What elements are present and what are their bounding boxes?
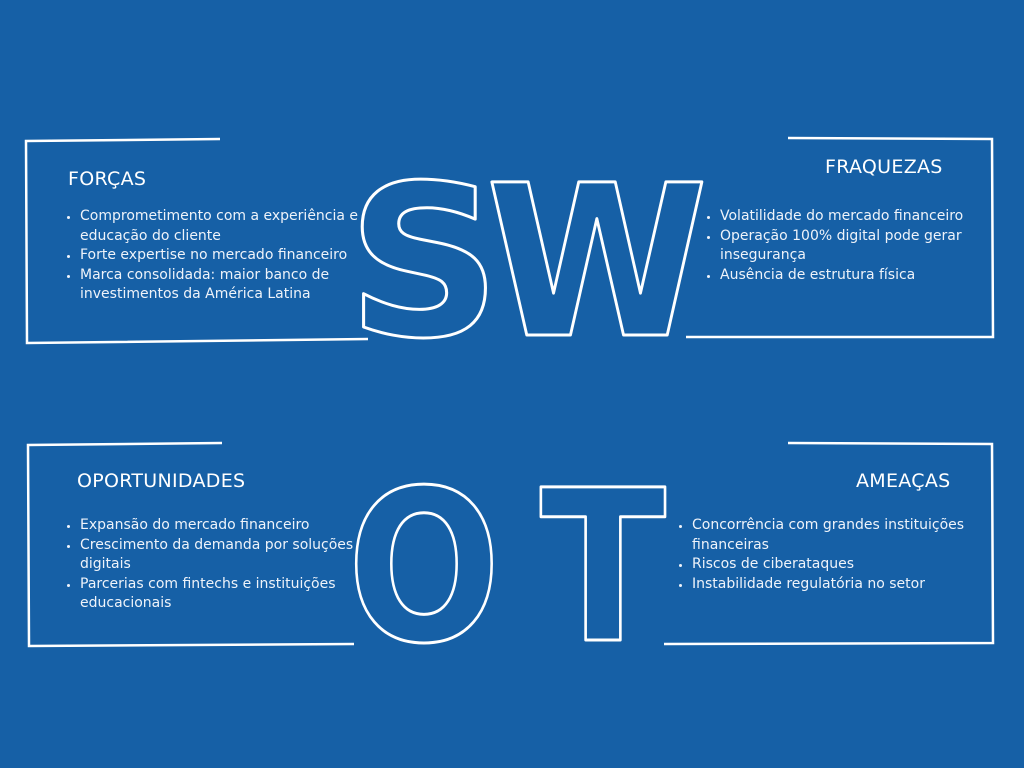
letter-t: T	[540, 445, 666, 690]
threats-list: Concorrência com grandes instituições fi…	[676, 516, 994, 594]
list-item: Expansão do mercado financeiro	[80, 516, 376, 536]
letter-s: S	[347, 141, 501, 386]
strengths-frame	[24, 137, 369, 345]
list-item: Crescimento da demanda por soluções digi…	[80, 536, 376, 575]
list-item: Volatilidade do mercado financeiro	[720, 207, 996, 227]
opportunities-frame	[26, 441, 355, 648]
letter-o: O	[347, 446, 501, 690]
list-item: Marca consolidada: maior banco de invest…	[80, 266, 380, 305]
strengths-list: Comprometimento com a experiência e educ…	[64, 207, 380, 305]
list-item: Ausência de estrutura física	[720, 266, 996, 286]
opportunities-list: Expansão do mercado financeiro Crescimen…	[64, 516, 376, 614]
list-item: Concorrência com grandes instituições fi…	[692, 516, 994, 555]
opportunities-title: OPORTUNIDADES	[77, 470, 246, 492]
letter-w: W	[486, 140, 708, 385]
list-item: Comprometimento com a experiência e educ…	[80, 207, 380, 246]
threats-frame	[663, 441, 995, 646]
list-item: Instabilidade regulatória no setor	[692, 575, 994, 595]
list-item: Operação 100% digital pode gerar insegur…	[720, 227, 996, 266]
weaknesses-frame	[686, 136, 995, 339]
threats-title: AMEAÇAS	[856, 470, 951, 492]
weaknesses-title: FRAQUEZAS	[825, 156, 943, 178]
strengths-title: FORÇAS	[68, 168, 147, 190]
list-item: Parcerias com fintechs e instituições ed…	[80, 575, 376, 614]
list-item: Riscos de ciberataques	[692, 555, 994, 575]
list-item: Forte expertise no mercado financeiro	[80, 246, 380, 266]
weaknesses-list: Volatilidade do mercado financeiro Opera…	[704, 207, 996, 285]
